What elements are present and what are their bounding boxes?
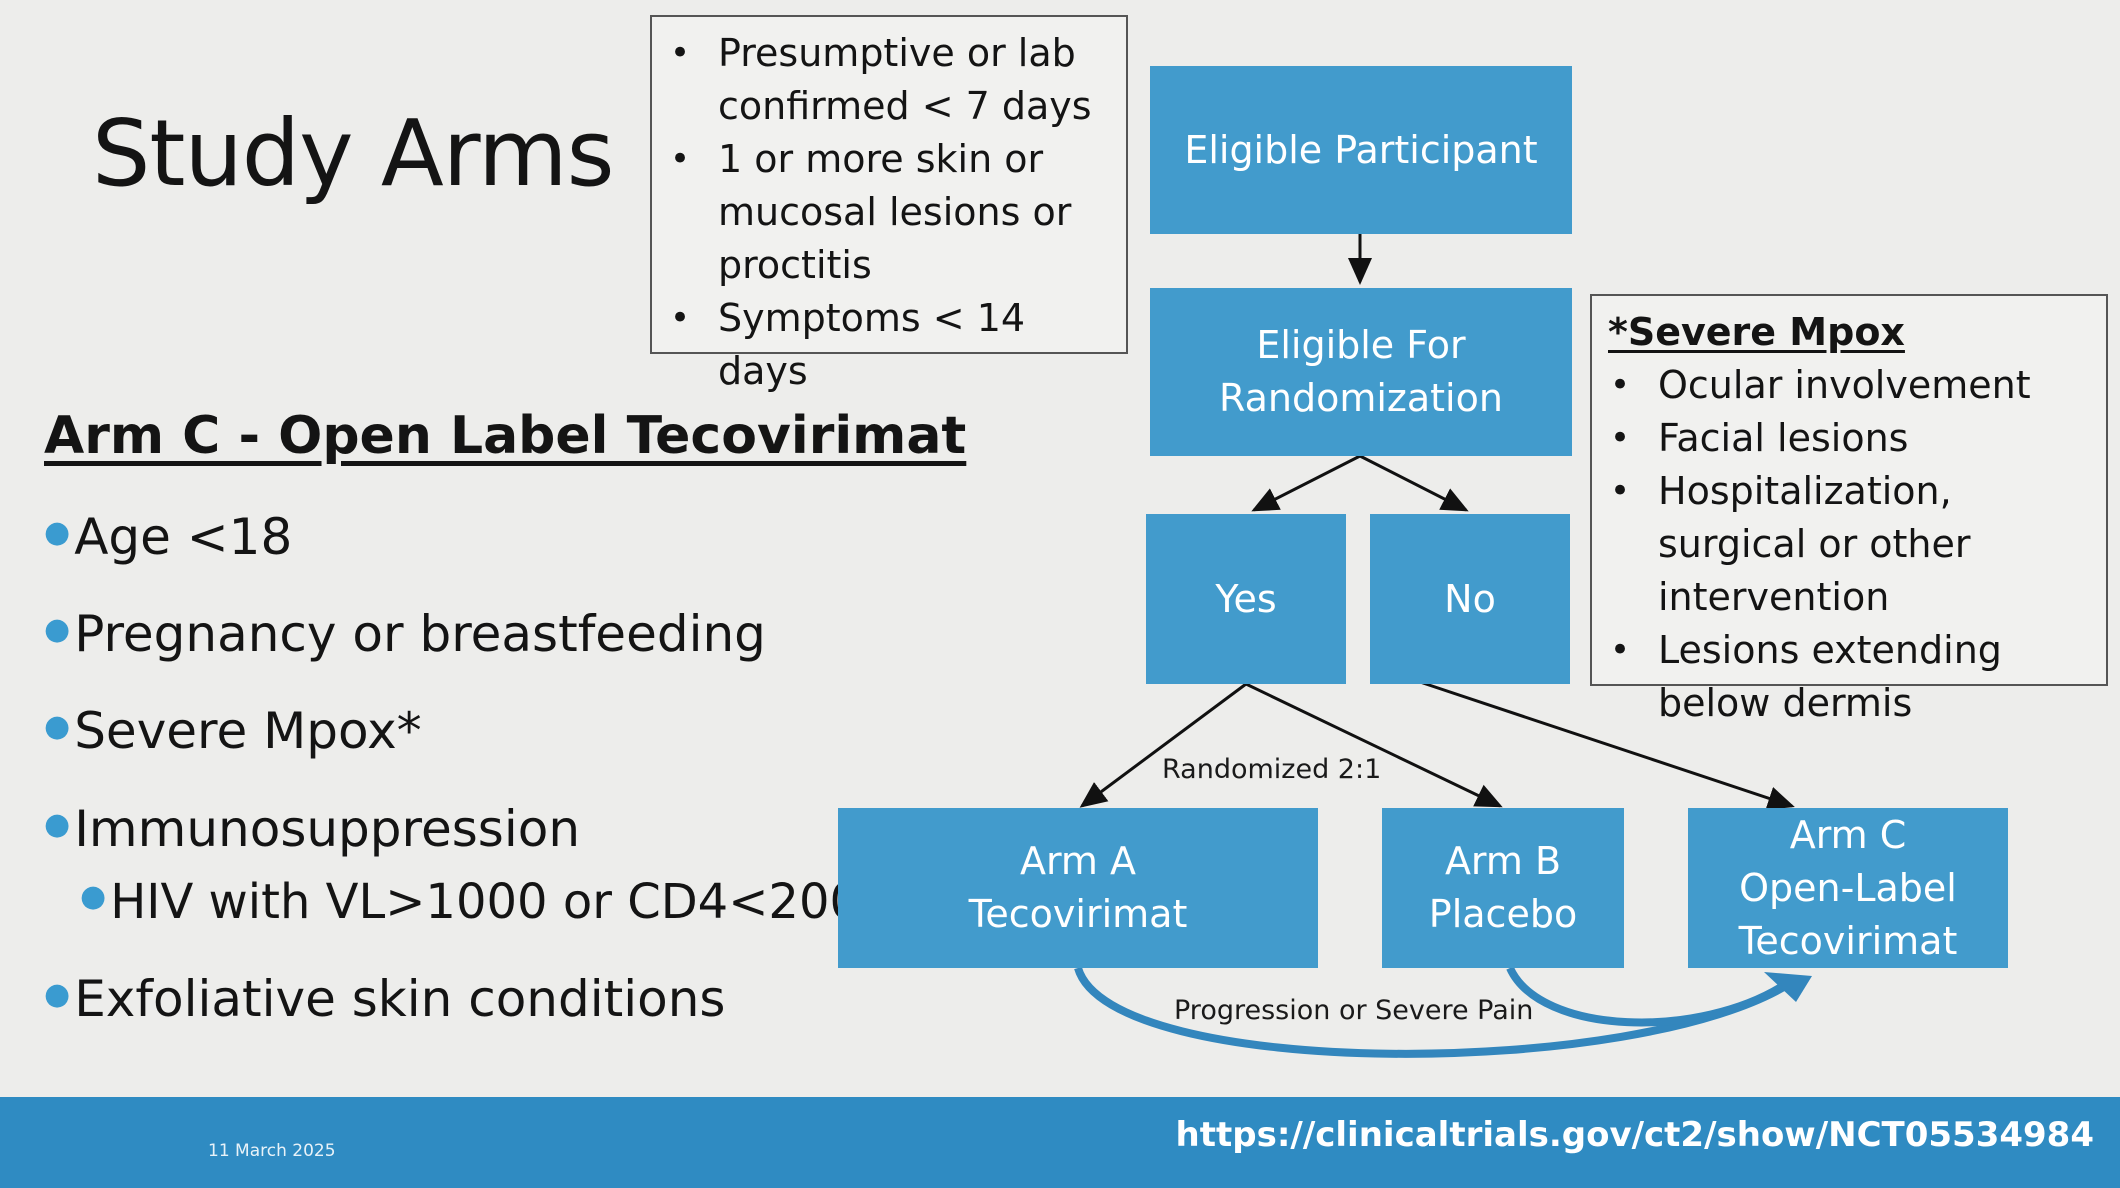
yes-box: Yes [1146,514,1346,684]
arrow-no-to-arm-c [1419,680,1795,810]
criterion-item: ●Pregnancy or breastfeeding [44,605,766,663]
bullet-icon: ● [44,515,71,550]
severe-mpox-item: Lesions extending below dermis [1592,624,2106,730]
severe-mpox-item: Facial lesions [1592,412,2106,465]
arrow-randomization-to-yes [1251,454,1361,512]
bullet-icon: ● [44,709,71,744]
criterion-item: ●Immunosuppression [44,800,580,858]
sub-criterion-item: ●HIV with VL>1000 or CD4<200 [80,874,860,930]
bullet-icon: ● [44,612,71,647]
bullet-icon: ● [44,807,71,842]
randomized-ratio-label: Randomized 2:1 [1162,754,1382,785]
progression-label: Progression or Severe Pain [1174,995,1534,1026]
curved-arrowhead-icon [1764,972,1812,1002]
eligible-for-randomization-box: Eligible For Randomization [1150,288,1572,456]
eligible-participant-box: Eligible Participant [1150,66,1572,234]
criterion-text: Severe Mpox* [74,702,422,760]
criterion-item: ●Severe Mpox* [44,702,422,760]
arrow-yes-to-arm-b [1245,682,1503,808]
criterion-text: Pregnancy or breastfeeding [74,605,766,663]
footer-url-link[interactable]: https://clinicaltrials.gov/ct2/show/NCT0… [1175,1115,2094,1155]
arm-c-heading: Arm C - Open Label Tecovirimat [44,406,967,466]
criterion-item: ●Exfoliative skin conditions [44,970,725,1028]
criterion-text: Exfoliative skin conditions [74,970,726,1028]
criterion-text: Immunosuppression [74,800,581,858]
no-box: No [1370,514,1570,684]
eligibility-item: Presumptive or lab confirmed < 7 days [652,27,1126,133]
severe-mpox-item: Hospitalization, surgical or other inter… [1592,465,2106,624]
severe-mpox-title: *Severe Mpox [1608,310,1905,354]
arrow-randomization-to-no [1359,454,1469,512]
bullet-icon: ● [44,977,71,1012]
criterion-text: Age <18 [74,508,293,566]
curved-arrow-arm-b-to-arm-c [1506,966,1789,1027]
bullet-icon: ● [80,879,107,914]
footer-date: 11 March 2025 [208,1141,336,1161]
footer-bar [0,1097,2120,1188]
arrow-yes-to-arm-a [1079,682,1247,808]
eligibility-criteria-box: Presumptive or lab confirmed < 7 days 1 … [650,15,1128,393]
sub-criterion-text: HIV with VL>1000 or CD4<200 [110,874,861,930]
arm-b-box: Arm B Placebo [1382,808,1624,968]
severe-mpox-box: *Severe Mpox Ocular involvement Facial l… [1590,294,2108,725]
page-title: Study Arms [92,100,615,207]
criterion-item: ●Age <18 [44,508,292,566]
eligibility-item: 1 or more skin or mucosal lesions or pro… [652,133,1126,292]
arm-c-box: Arm C Open-Label Tecovirimat [1688,808,2008,968]
eligibility-item: Symptoms < 14 days [652,292,1126,398]
severe-mpox-item: Ocular involvement [1592,359,2106,412]
arm-a-box: Arm A Tecovirimat [838,808,1318,968]
